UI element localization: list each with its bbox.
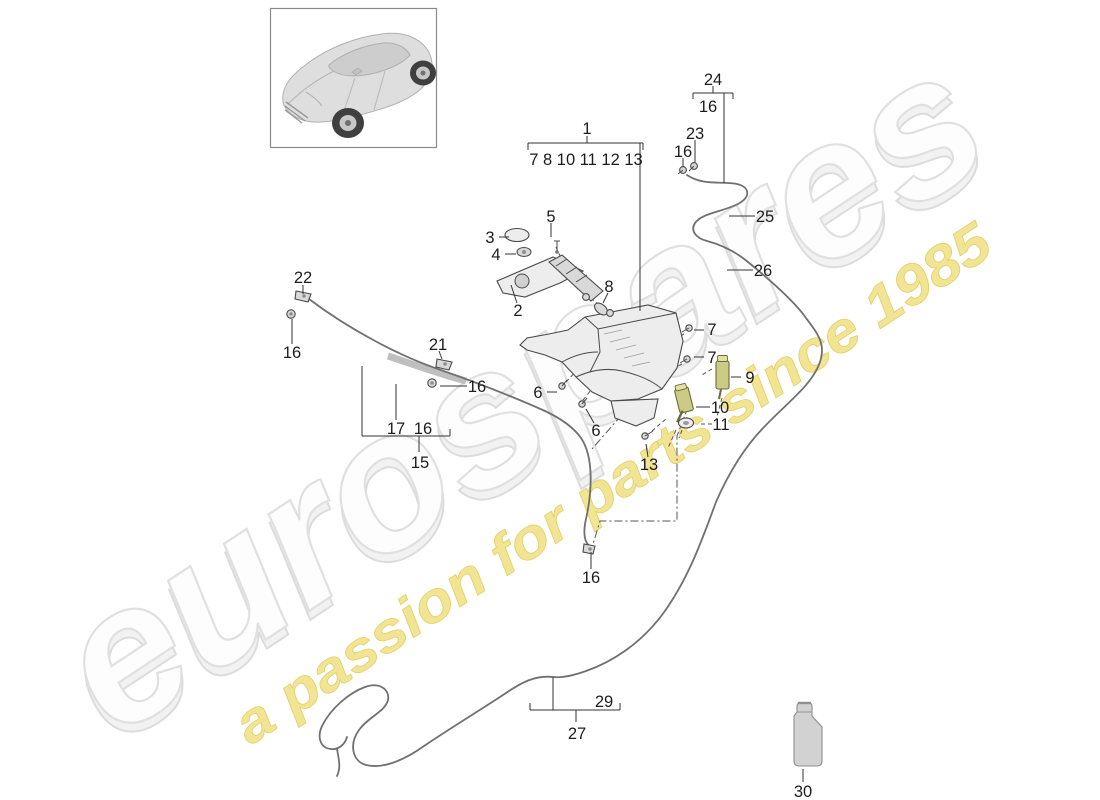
callout-11[interactable]: 11: [712, 416, 729, 434]
tank-hatching: [603, 329, 651, 367]
tank-pump-mount: [610, 398, 659, 427]
watermark: eurospares eurospares a passion for part…: [17, 7, 1024, 785]
screw-part-7b: [679, 355, 691, 364]
callout-22[interactable]: 22: [294, 269, 312, 287]
rear-hose-end-stub: [336, 748, 341, 777]
clip-part-21: [435, 358, 453, 371]
car-thumbnail: [269, 7, 438, 149]
grommet-hole: [522, 250, 526, 254]
clip-part-16-cowl: [582, 543, 596, 555]
car-front-wheel: [332, 108, 364, 138]
callout-4[interactable]: 4: [491, 246, 500, 264]
filler-tube: [548, 254, 604, 302]
callout-17[interactable]: 17: [387, 420, 405, 438]
hose-protective-sleeve: [386, 352, 467, 385]
callout-27[interactable]: 27: [568, 725, 586, 743]
car-mirror: [351, 67, 363, 76]
rear-washer-hose: [318, 174, 823, 767]
washer-fluid-bottle-30: [793, 701, 823, 767]
callout-5[interactable]: 5: [546, 208, 555, 226]
callout-6-b[interactable]: 6: [591, 422, 600, 440]
callout-16-e[interactable]: 16: [414, 420, 432, 438]
car-rear-wheel: [410, 60, 436, 86]
washer-jet-part-23: [688, 162, 698, 172]
callout-6-a[interactable]: 6: [533, 384, 542, 402]
filler-neck-assembly: [496, 227, 614, 317]
callout-16-c[interactable]: 16: [283, 344, 301, 362]
callout-23[interactable]: 23: [686, 125, 704, 143]
callout-15[interactable]: 15: [411, 454, 429, 472]
callout-2[interactable]: 2: [513, 302, 522, 320]
callout-7-a[interactable]: 7: [707, 321, 716, 339]
watermark-brand: eurospares: [18, 8, 1022, 775]
screw-part-5: [554, 240, 560, 254]
callout-leaders: [291, 86, 804, 782]
callout-24[interactable]: 24: [704, 71, 722, 89]
tank-cap-part-3: [504, 227, 530, 243]
callout-7-b[interactable]: 7: [707, 349, 716, 367]
callout-16-a[interactable]: 16: [699, 98, 717, 116]
filler-inlet: [514, 273, 530, 289]
tube-fastener-b: [606, 309, 614, 317]
car-headlight: [305, 91, 323, 107]
callout-9[interactable]: 9: [745, 369, 754, 387]
callout-25[interactable]: 25: [756, 208, 774, 226]
callout-8[interactable]: 8: [604, 278, 613, 296]
nut-part-16-left: [286, 309, 296, 319]
screw-part-6a: [558, 379, 568, 390]
callout-26[interactable]: 26: [754, 262, 772, 280]
car-hood-line: [287, 70, 335, 105]
washer-pump-9: [715, 355, 730, 400]
screw-part-7a: [681, 324, 693, 333]
callout-21[interactable]: 21: [429, 336, 447, 354]
callout-13[interactable]: 13: [640, 456, 658, 474]
callout-group-items[interactable]: 7 8 10 11 12 13: [529, 151, 642, 169]
tube-fastener-a: [582, 293, 590, 301]
washer-pump-10: [674, 383, 694, 423]
callout-16-b[interactable]: 16: [674, 143, 692, 161]
callout-30[interactable]: 30: [794, 783, 812, 800]
grommet-part-11: [677, 417, 695, 429]
washer-hoses: [308, 174, 823, 777]
nut-part-16-mid: [427, 378, 437, 388]
callout-16-d[interactable]: 16: [468, 378, 486, 396]
screw-part-13: [641, 430, 654, 440]
car-grille: [284, 101, 309, 124]
callout-3[interactable]: 3: [485, 229, 494, 247]
screw-part-6b: [578, 397, 588, 408]
callout-29[interactable]: 29: [595, 693, 613, 711]
callout-16-f[interactable]: 16: [582, 569, 600, 587]
washer-fluid-tank: [519, 304, 684, 427]
clip-part-22: [294, 290, 312, 303]
front-washer-hose: [308, 298, 592, 548]
callout-1[interactable]: 1: [582, 120, 591, 138]
callout-10[interactable]: 10: [711, 399, 729, 417]
callout-labels: 1 7 8 10 11 12 13 24 16 23 16 25 26 3 4 …: [283, 71, 812, 800]
